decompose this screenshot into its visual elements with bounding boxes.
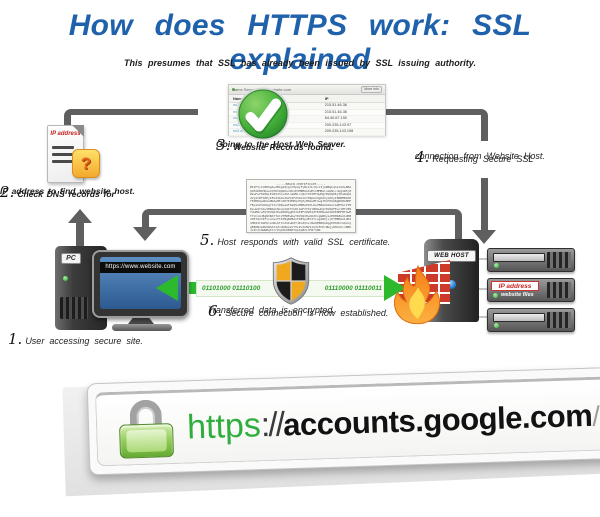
caption-text: IP address to find website host. bbox=[0, 186, 135, 196]
ip-address-label: IP address bbox=[50, 131, 81, 137]
certificate-header-line: -----BEGIN CERTIFICATE----- bbox=[276, 182, 326, 186]
padlock-icon bbox=[118, 399, 175, 459]
binary-right: 01110000 01110011 bbox=[324, 285, 382, 292]
step-number: 3. bbox=[216, 136, 231, 154]
ip-value: 215.51.46.36 bbox=[324, 103, 347, 107]
url-separator: :// bbox=[260, 405, 284, 444]
ip-value: 209.235.143.97 bbox=[324, 122, 352, 127]
server-rack-ip: IP address website files bbox=[487, 278, 575, 302]
rack-link-line bbox=[477, 258, 488, 260]
page-subtitle: This presumes that SSL has already been … bbox=[124, 58, 476, 68]
step-number: 2. bbox=[0, 183, 15, 201]
rack-vents bbox=[547, 252, 571, 268]
caption-text: Secure connection is now established. bbox=[225, 308, 389, 318]
col-ip: IP bbox=[324, 96, 329, 101]
caption-text: connection from Website Host. bbox=[415, 151, 545, 161]
ip-value: 64.40.67.190 bbox=[324, 116, 347, 121]
arrow-left-icon bbox=[156, 275, 178, 301]
monitor-stand bbox=[128, 318, 154, 324]
page-title: How does HTTPS work: SSL explained bbox=[68, 9, 532, 76]
rack-ip-address-label: IP address bbox=[491, 281, 539, 291]
arrow-right-icon bbox=[384, 275, 406, 301]
rack-display bbox=[493, 313, 545, 322]
caption-text: User accessing secure site. bbox=[25, 336, 143, 346]
url-domain: accounts.google.com bbox=[282, 397, 593, 443]
rack-led-icon bbox=[493, 293, 498, 298]
arrow-up-shaft bbox=[76, 222, 84, 247]
rack-link-line bbox=[477, 316, 488, 318]
binary-left: 01101000 01110100 bbox=[202, 285, 261, 292]
step-number: 4. bbox=[415, 148, 430, 166]
host-led-icon bbox=[447, 280, 456, 289]
connector-records-to-host bbox=[378, 109, 488, 141]
rack-led-icon bbox=[494, 323, 499, 328]
caption-text: Requesting Secure SSL bbox=[432, 154, 534, 164]
question-icon: ? bbox=[72, 149, 100, 178]
doc-text-line bbox=[52, 146, 74, 149]
certificate-body-text: MIIFVjCCBD6gAwIBAgIQCgdr0pUyFyNCzCLtQcz3… bbox=[250, 185, 352, 233]
padlock-highlight bbox=[126, 429, 167, 453]
connector-host-to-cert bbox=[355, 209, 462, 239]
rack-link-line bbox=[477, 288, 488, 290]
connector-doc-to-records bbox=[64, 109, 198, 125]
arrow-down-into-monitor-icon bbox=[133, 227, 157, 241]
doc-text-line bbox=[52, 153, 74, 156]
arrow-up-icon bbox=[68, 209, 92, 223]
server-rack bbox=[487, 248, 575, 272]
caption-text: Going to the Host Web Server. bbox=[216, 139, 346, 149]
rack-display bbox=[493, 253, 545, 262]
server-rack bbox=[487, 308, 575, 332]
doc-text-line bbox=[52, 160, 74, 163]
step-number: 5. bbox=[200, 231, 215, 249]
url-text: https://accounts.google.com/Se bbox=[187, 394, 600, 447]
vent-grill bbox=[60, 297, 88, 319]
power-led-icon bbox=[63, 276, 68, 281]
caption-text: Transferred data is encrypted. bbox=[208, 305, 335, 315]
caption-text: Website Records found. bbox=[233, 142, 334, 152]
browser-address-bar: https://www.website.com bbox=[100, 262, 181, 273]
connector-request-line bbox=[481, 178, 488, 232]
ssl-certificate-document: -----BEGIN CERTIFICATE----- MIIFVjCCBD6g… bbox=[246, 179, 356, 233]
ip-value: 215.51.46.36 bbox=[324, 109, 347, 114]
rack-vents bbox=[547, 282, 571, 298]
check-icon bbox=[236, 87, 290, 141]
step-number: 1. bbox=[8, 330, 23, 348]
rack-vents bbox=[547, 312, 571, 328]
website-files-label: website files bbox=[501, 292, 534, 298]
caption-text: Check DNS records for bbox=[17, 189, 115, 199]
monitor-stand-base bbox=[112, 324, 172, 331]
ip-value: 209.235.143.198 bbox=[324, 129, 354, 134]
rack-led-icon bbox=[494, 263, 499, 268]
arrow-down-into-host-icon bbox=[472, 230, 496, 244]
flame-icon bbox=[393, 264, 441, 325]
status-dot-icon bbox=[232, 88, 235, 91]
pc-label: PC bbox=[61, 253, 81, 264]
url-path: /Se bbox=[591, 399, 600, 432]
address-bar-photo: https://accounts.google.com/Se bbox=[60, 356, 600, 514]
more-info-button: More Info bbox=[361, 86, 382, 93]
connector-cert-to-monitor bbox=[142, 209, 246, 229]
page-fold-icon bbox=[72, 125, 84, 137]
shield-icon bbox=[272, 257, 310, 305]
web-host-label: WEB HOST bbox=[427, 250, 476, 262]
step-number: 6. bbox=[208, 302, 223, 320]
caption-text: Host responds with valid SSL certificate… bbox=[217, 237, 391, 247]
url-scheme: https bbox=[186, 405, 262, 447]
